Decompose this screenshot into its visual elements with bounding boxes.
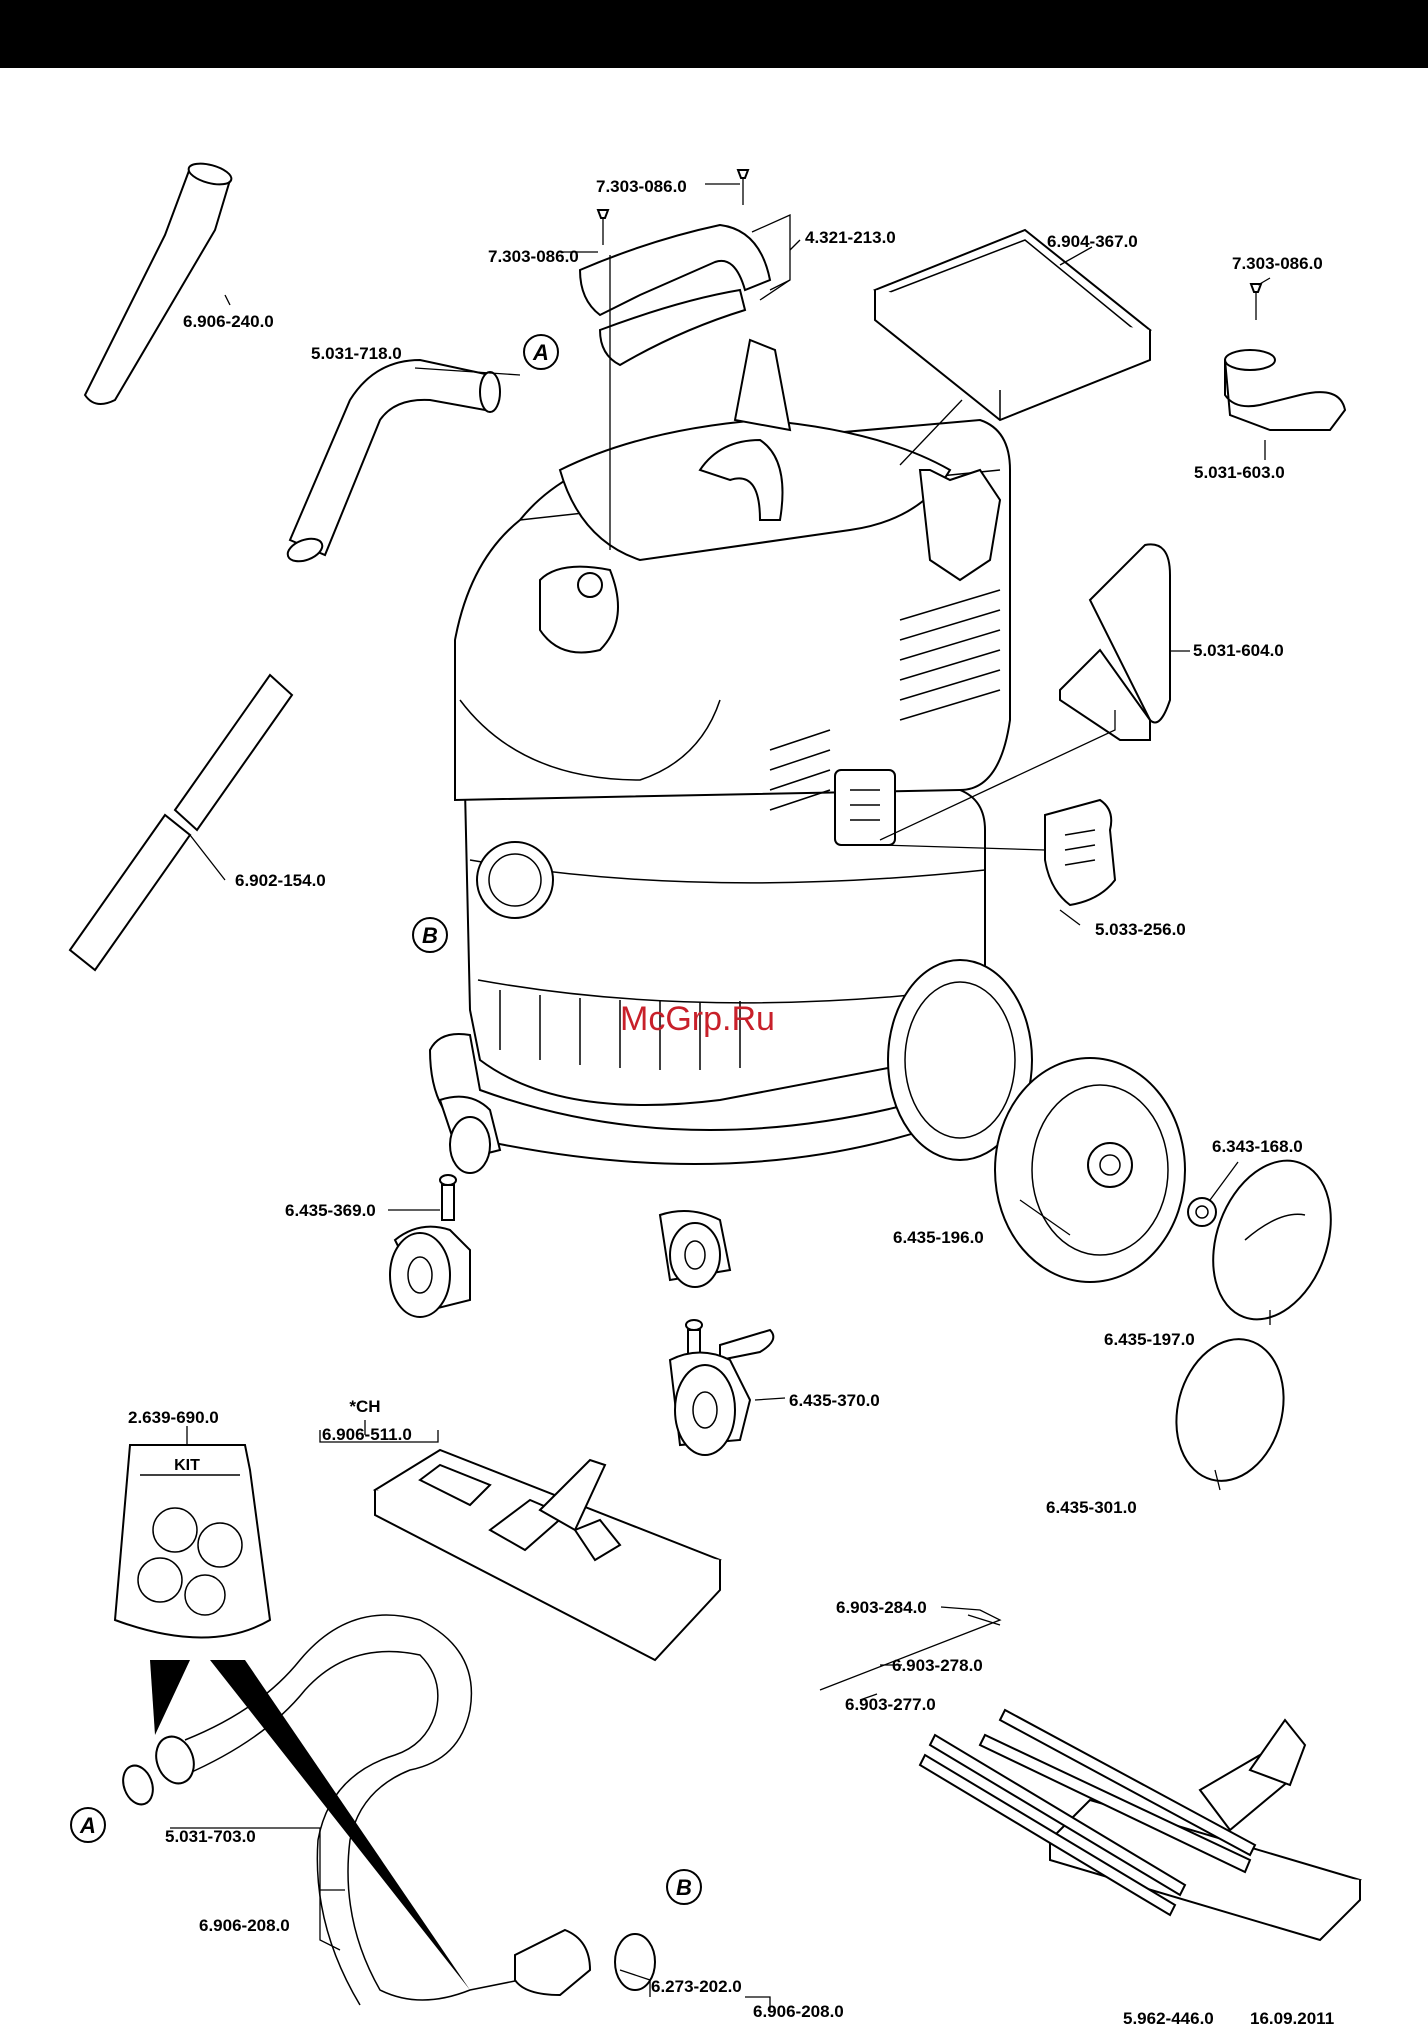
caster-front-left (389, 1095, 502, 1318)
part-number-label: 6.435-369.0 (285, 1201, 376, 1220)
brush-strips (918, 1708, 1257, 1917)
part-number-label: 6.903-278.0 (892, 1656, 983, 1675)
part-number-label: 6.435-370.0 (789, 1391, 880, 1410)
part-number-label: 6.906-511.0 (322, 1425, 412, 1444)
document-date: 16.09.2011 (1250, 2009, 1334, 2028)
part-number-label: 6.903-284.0 (836, 1598, 927, 1617)
svg-text:A: A (79, 1813, 96, 1838)
part-number-label: 4.321-213.0 (805, 228, 896, 247)
marker-b-top: B (412, 917, 448, 953)
part-number-label: 6.435-197.0 (1104, 1330, 1195, 1349)
leader-lines (170, 183, 1271, 2010)
part-number-label: 6.273-202.0 (651, 1977, 742, 1996)
part-number-label: 6.906-208.0 (753, 2002, 844, 2021)
wet-dry-nozzle (1048, 1718, 1362, 1942)
svg-text:B: B (676, 1875, 692, 1900)
part-number-label: 6.906-208.0 (199, 1916, 290, 1935)
part-number-label: 5.031-703.0 (165, 1827, 256, 1846)
part-number-label: 7.303-086.0 (1232, 254, 1323, 273)
part-number-label: 6.902-154.0 (235, 871, 326, 890)
part-number-label: 5.031-603.0 (1194, 463, 1285, 482)
svg-text:B: B (422, 923, 438, 948)
accessory-kit-bag (113, 1444, 470, 1990)
marker-b-bottom: B (666, 1869, 702, 1905)
marker-a-top: A (523, 334, 559, 370)
wheel-hub-cap (1175, 1159, 1332, 1482)
watermark: McGrp.Ru (620, 1000, 775, 1038)
header-bar (0, 0, 1428, 68)
part-number-label: 6.343-168.0 (1212, 1137, 1303, 1156)
hose-bend (286, 358, 501, 563)
part-number-label: 6.903-277.0 (845, 1695, 936, 1714)
svg-text:A: A (532, 340, 549, 365)
bracket-lines (319, 1430, 439, 1443)
document-number: 5.962-446.0 (1123, 2009, 1214, 2028)
part-number-label: 6.904-367.0 (1047, 232, 1138, 251)
floor-nozzle (372, 1448, 722, 1662)
side-clip (1044, 798, 1117, 907)
part-number-label: 6.906-240.0 (183, 312, 274, 331)
kit-label: KIT (174, 1457, 200, 1474)
screws (596, 169, 1263, 320)
accessory-holder (1059, 543, 1171, 741)
handle-part (578, 223, 772, 367)
rear-wheel (887, 959, 1186, 1283)
part-number-label: 6.435-196.0 (893, 1228, 984, 1247)
part-number-label: 6.435-301.0 (1046, 1498, 1137, 1517)
vacuum-cleaner-body (428, 338, 1011, 1165)
suction-tubes (68, 673, 294, 972)
part-number-label: 7.303-086.0 (488, 247, 579, 266)
suction-hose (122, 1614, 656, 2006)
part-number-label: 5.031-718.0 (311, 344, 402, 363)
ch-label: *CH (349, 1397, 380, 1416)
crevice-nozzle (83, 162, 233, 405)
part-number-label: 5.033-256.0 (1095, 920, 1186, 939)
part-number-label: 7.303-086.0 (596, 177, 687, 196)
hose-holder (1224, 349, 1347, 431)
flat-filter (873, 228, 1152, 422)
part-number-label: 5.031-604.0 (1193, 641, 1284, 660)
caster-front-right (658, 1210, 775, 1456)
part-number-label: 2.639-690.0 (128, 1408, 219, 1427)
marker-a-bottom: A (70, 1807, 106, 1843)
